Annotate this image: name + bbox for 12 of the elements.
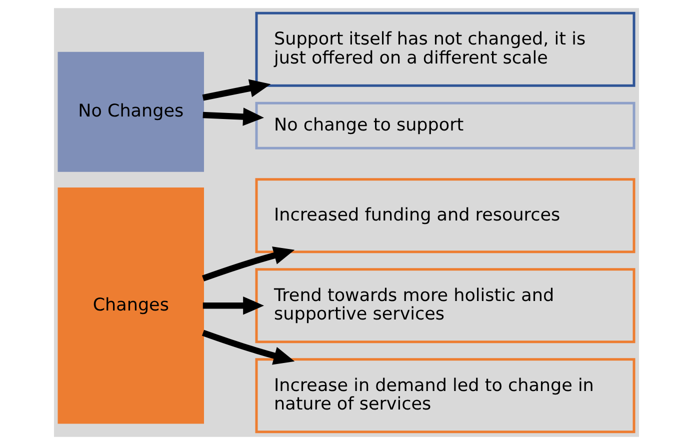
- node-box: Trend towards more holistic and supportive services: [255, 268, 636, 344]
- arrow: [202, 296, 264, 315]
- arrow: [202, 79, 271, 101]
- arrow: [202, 108, 264, 126]
- arrow: [202, 330, 295, 365]
- node-box: Support itself has not changed, it is just offered on a different scale: [255, 12, 636, 87]
- node-box: Increased funding and resources: [255, 178, 636, 254]
- node-box: Changes: [58, 188, 204, 424]
- node-box: Increase in demand led to change in nature of services: [255, 358, 636, 434]
- node-box: No change to support: [255, 102, 636, 150]
- node-box: No Changes: [58, 52, 204, 172]
- arrow: [202, 246, 295, 282]
